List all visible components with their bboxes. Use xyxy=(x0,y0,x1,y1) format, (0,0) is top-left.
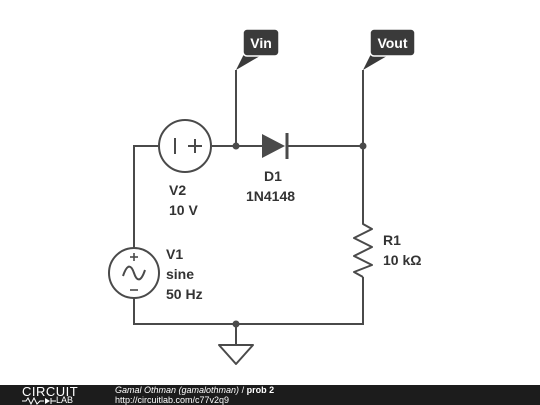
junction-vout xyxy=(359,142,367,150)
vout-probe[interactable]: Vout xyxy=(363,28,416,70)
v2-dc-source[interactable] xyxy=(158,119,212,173)
v1-type: sine xyxy=(166,266,194,282)
credit-text: Gamal Othman (gamalothman) / prob 2 http… xyxy=(115,385,274,405)
footer-bar: CIRCUIT LAB Gamal Othman (gamalothman) /… xyxy=(0,384,540,405)
logo-text-top: CIRCUIT xyxy=(22,384,79,399)
wires xyxy=(133,70,364,345)
r1-value: 10 kΩ xyxy=(383,252,421,268)
v2-value: 10 V xyxy=(169,202,198,218)
logo-text-bottom: LAB xyxy=(22,395,73,405)
r1-resistor[interactable] xyxy=(353,220,373,278)
circuit-title[interactable]: prob 2 xyxy=(246,385,275,395)
resistor-diode-icon xyxy=(22,396,56,405)
circuit-url[interactable]: http://circuitlab.com/c77v2q9 xyxy=(115,395,230,405)
vout-probe-label: Vout xyxy=(377,35,407,51)
wire-left xyxy=(133,145,158,250)
vin-probe[interactable]: Vin xyxy=(236,28,280,70)
circuitlab-logo[interactable]: CIRCUIT LAB xyxy=(22,384,94,405)
credit-separator: / xyxy=(239,385,247,395)
d1-name: D1 xyxy=(264,168,282,184)
ground-symbol xyxy=(218,344,254,365)
wire-r1-bottom xyxy=(133,277,364,325)
author-name[interactable]: Gamal Othman (gamalothman) xyxy=(115,385,240,395)
logo-lab-text: LAB xyxy=(56,395,74,405)
d1-diode[interactable] xyxy=(262,133,289,159)
junction-vin xyxy=(232,142,240,150)
v1-name: V1 xyxy=(166,246,183,262)
v1-frequency: 50 Hz xyxy=(166,286,203,302)
circuit-schematic: V2 10 V D1 1N4148 V1 sine 50 Hz R1 10 kΩ… xyxy=(108,28,421,365)
v1-sine-source[interactable] xyxy=(108,247,160,299)
vin-probe-label: Vin xyxy=(250,35,272,51)
credit-line-1: Gamal Othman (gamalothman) / prob 2 xyxy=(115,385,274,395)
v2-name: V2 xyxy=(169,182,186,198)
r1-name: R1 xyxy=(383,232,401,248)
junction-ground xyxy=(232,320,240,328)
d1-part: 1N4148 xyxy=(246,188,295,204)
